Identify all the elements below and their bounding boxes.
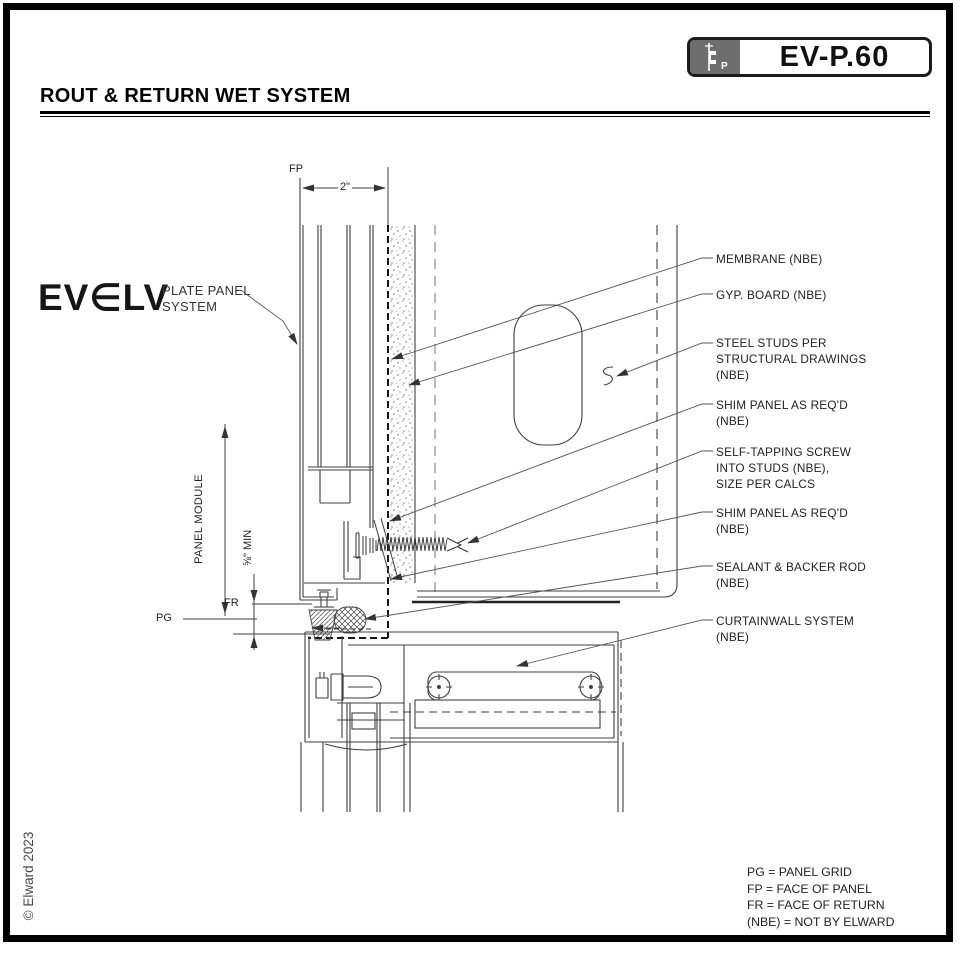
- brand-logo: EV∈LV: [38, 276, 169, 319]
- leader-lines: [241, 257, 713, 667]
- brand-tagline: PLATE PANEL SYSTEM: [162, 283, 251, 314]
- leader-screw: [467, 450, 713, 544]
- glazing-unit: [346, 703, 381, 812]
- stud-punchout: [513, 304, 583, 446]
- copyright-note: © Elward 2023: [21, 831, 36, 921]
- page-title: ROUT & RETURN WET SYSTEM: [40, 85, 351, 107]
- sheet-code-badge: P EV-P.60: [687, 37, 932, 77]
- brand-logo-ev: EV: [38, 277, 90, 318]
- panel-detail-icon: P: [690, 40, 740, 74]
- plate-panel: [299, 178, 385, 601]
- callout-sealant: SEALANT & BACKER ROD (NBE): [716, 560, 866, 590]
- brand-logo-glyph: ∈: [89, 277, 123, 318]
- steel-stud-wall: [412, 225, 678, 604]
- leader-sealant: [364, 565, 713, 621]
- legend-fp: FP = FACE OF PANEL: [747, 881, 872, 896]
- dimension-lines: [183, 167, 389, 650]
- joint-bolt: [314, 589, 334, 608]
- dim-label-panel-module: PANEL MODULE: [193, 474, 205, 564]
- callout-membrane: MEMBRANE (NBE): [716, 252, 823, 266]
- stud-symbol: [602, 366, 614, 386]
- sheet-code: EV-P.60: [779, 40, 890, 73]
- legend-fr: FR = FACE OF RETURN: [747, 898, 885, 912]
- callout-steel-studs: STEEL STUDS PER STRUCTURAL DRAWINGS (NBE…: [716, 336, 867, 382]
- title-rule-thick: [40, 111, 930, 114]
- callout-curtainwall: CURTAINWALL SYSTEM (NBE): [716, 614, 854, 644]
- spline-screw-left: [426, 674, 452, 700]
- leader-curtainwall: [516, 619, 713, 667]
- panel-clip: [343, 521, 361, 580]
- dim-label-pg: PG: [156, 612, 172, 624]
- dim-label-fr: FR: [224, 597, 239, 609]
- spline-finger: [342, 675, 382, 699]
- legend-pg: PG = PANEL GRID: [747, 865, 852, 879]
- badge-letter: P: [721, 61, 728, 72]
- brand-logo-lv: LV: [122, 277, 170, 318]
- callout-gyp-board: GYP. BOARD (NBE): [716, 288, 827, 302]
- dim-label-fp: FP: [289, 163, 304, 175]
- gyp-board: [390, 225, 436, 594]
- leader-shim-lower: [390, 511, 713, 581]
- legend-nbe: (NBE) = NOT BY ELWARD: [747, 914, 895, 929]
- membrane: [308, 225, 389, 639]
- leader-shim-upper: [389, 403, 713, 522]
- dim-label-width: 2": [339, 181, 351, 193]
- abbreviation-legend: PG = PANEL GRID FP = FACE OF PANEL FR = …: [747, 864, 894, 930]
- leader-brand: [241, 290, 298, 345]
- sheet-border: [3, 3, 953, 942]
- leader-steel-studs: [616, 342, 713, 377]
- callout-shim-lower: SHIM PANEL AS REQ'D (NBE): [716, 506, 848, 536]
- pressure-bar: [427, 671, 601, 701]
- leader-gyp-board: [408, 293, 713, 386]
- snap-cover: [300, 742, 408, 812]
- leader-membrane: [391, 257, 713, 360]
- callout-screw: SELF-TAPPING SCREW INTO STUDS (NBE), SIZ…: [716, 445, 852, 491]
- curtainwall-system: [300, 631, 624, 812]
- self-tapping-screw: [355, 532, 469, 559]
- callout-shim-upper: SHIM PANEL AS REQ'D (NBE): [716, 398, 848, 428]
- curtainwall-bolt: [315, 672, 344, 701]
- dim-label-joint-min: ⅝" MIN: [242, 529, 254, 567]
- sealant-backer-rod: [308, 606, 374, 641]
- spline-screw-right: [578, 674, 604, 700]
- title-rule-thin: [40, 116, 930, 117]
- mullion-chamber: [414, 699, 601, 729]
